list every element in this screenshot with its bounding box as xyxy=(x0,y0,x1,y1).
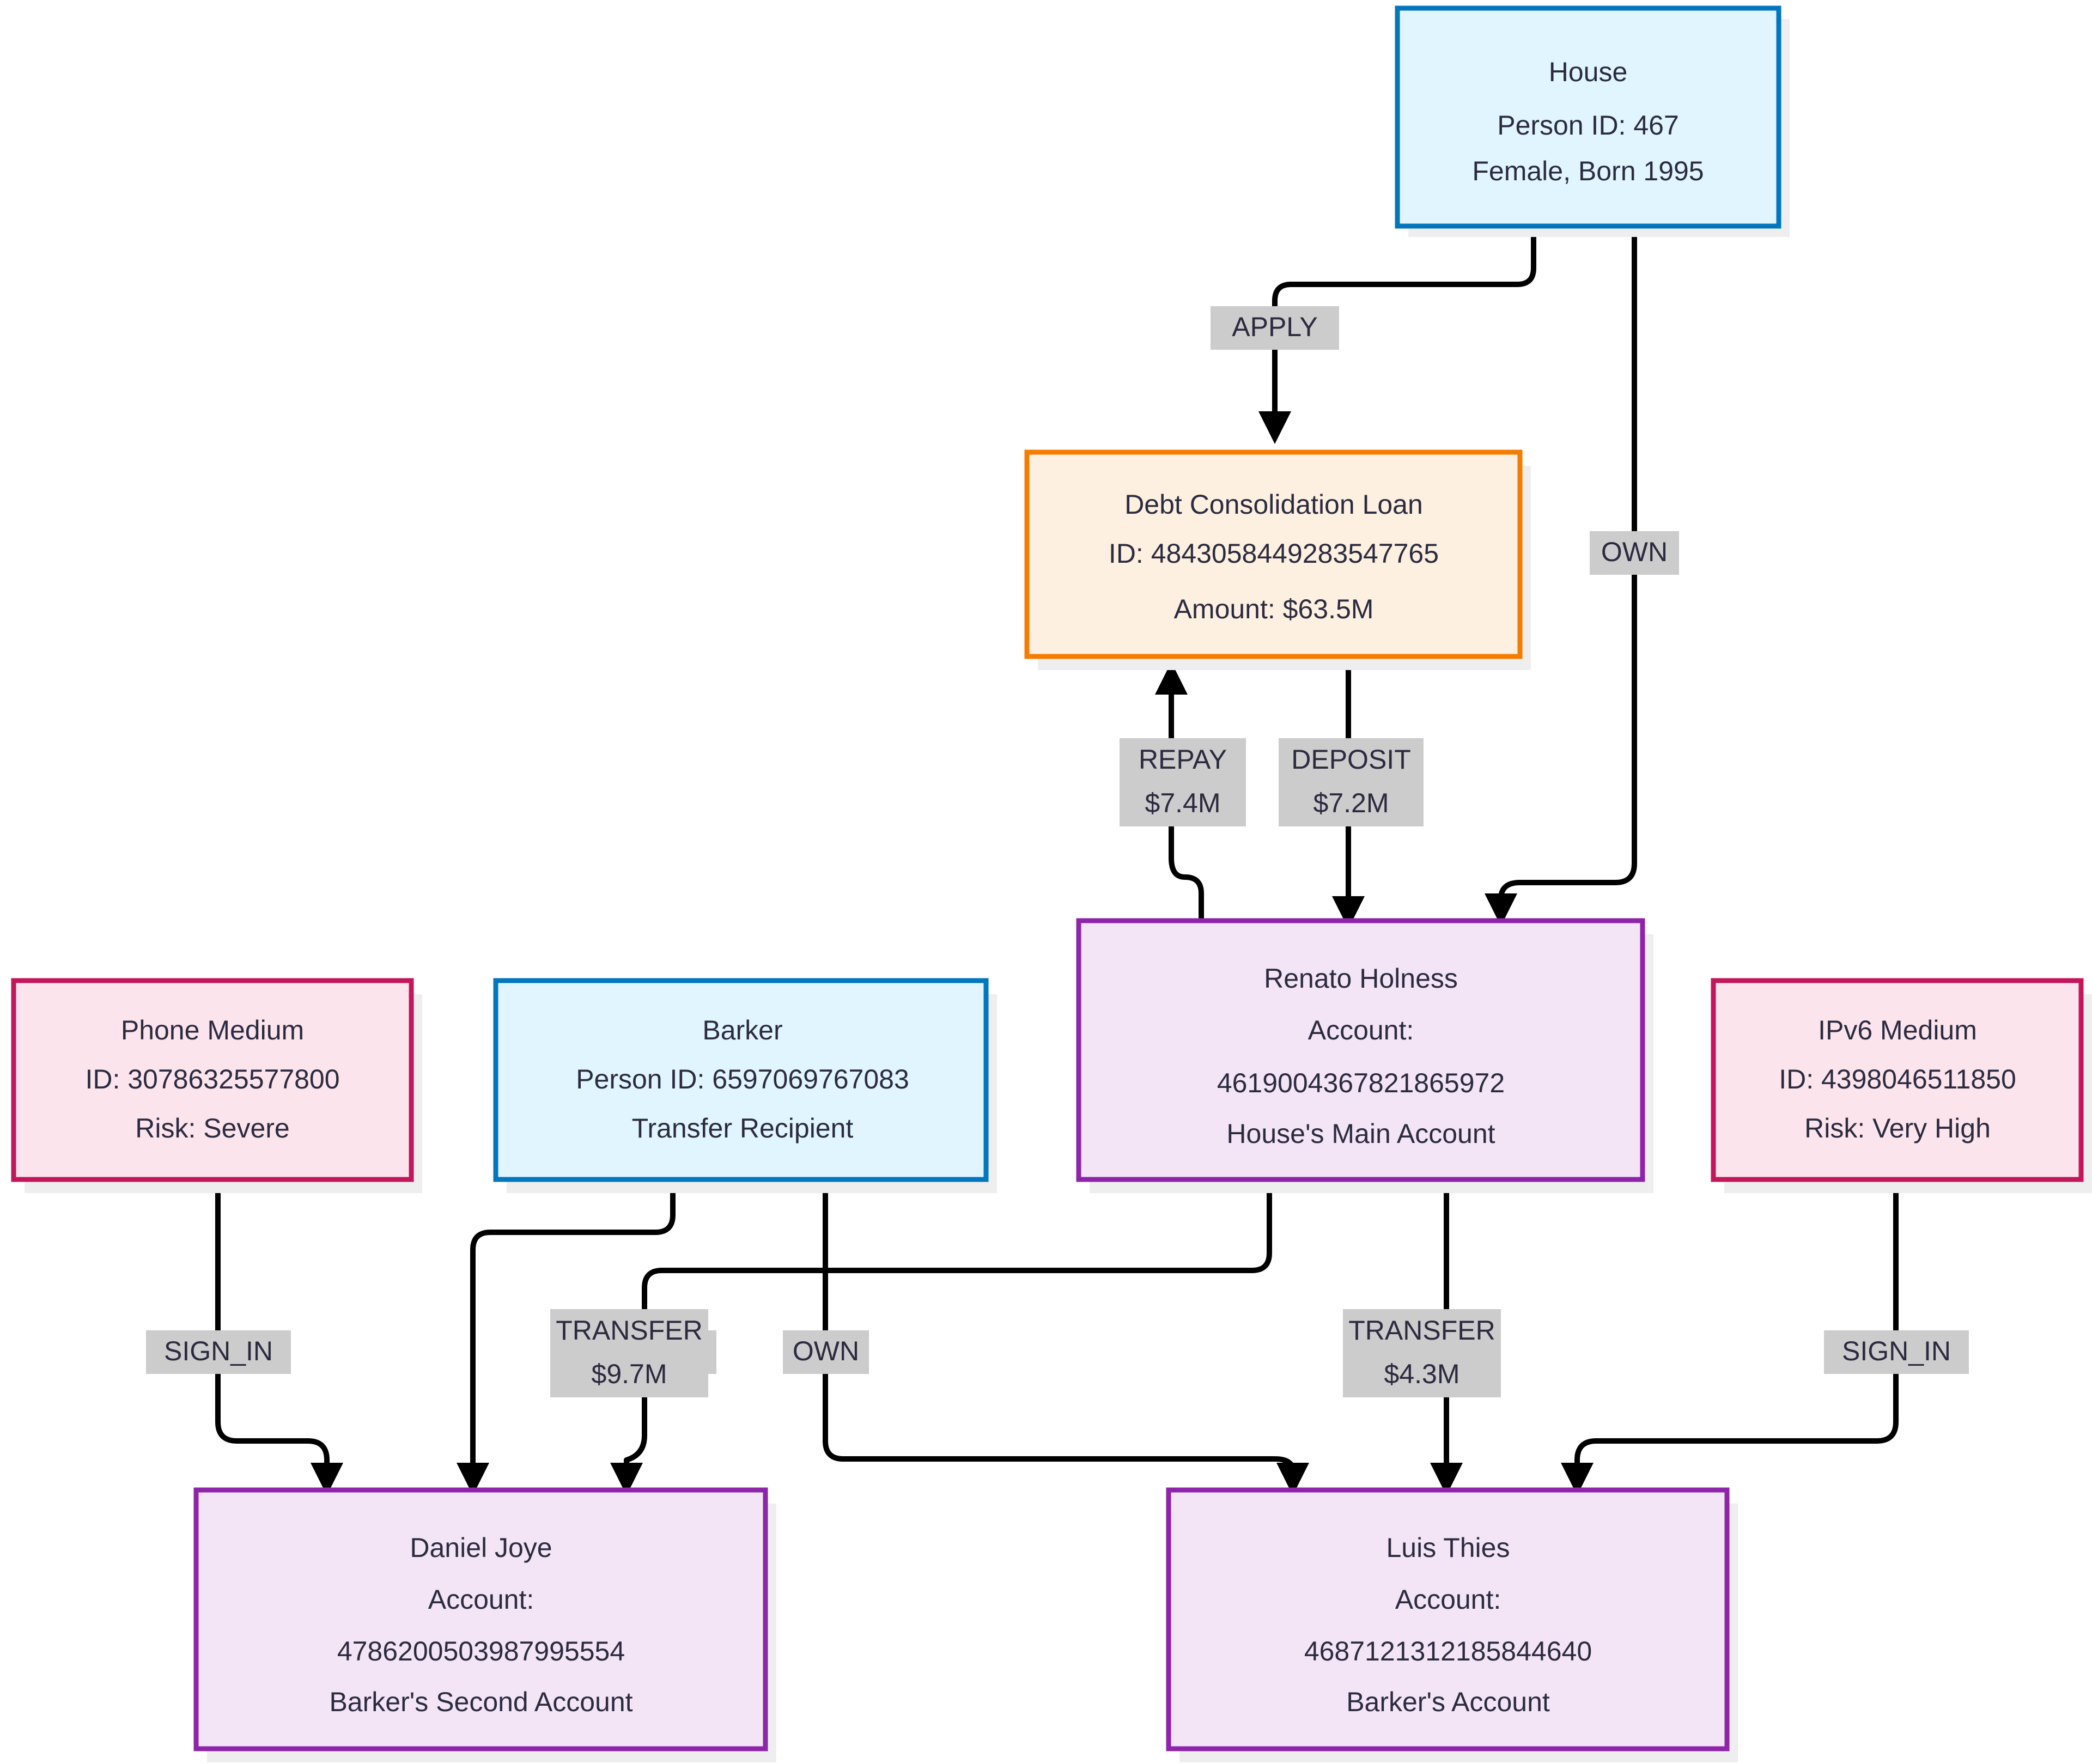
node-phone-medium-box[interactable] xyxy=(11,978,414,1182)
node-house[interactable]: House Person ID: 467 Female, Born 1995 xyxy=(1395,5,1790,237)
edge-label-transfer-43: TRANSFER $4.3M xyxy=(1343,1309,1501,1397)
edge-label-signin-phone: SIGN_IN xyxy=(146,1330,291,1374)
node-daniel-joye-box[interactable] xyxy=(193,1487,768,1751)
node-ipv6-medium-box[interactable] xyxy=(1711,978,2084,1182)
edge-label-transfer-43-line-0: TRANSFER xyxy=(1348,1315,1495,1346)
edge-label-deposit: DEPOSIT $7.2M xyxy=(1279,738,1424,826)
node-luis-line-3: Barker's Account xyxy=(1346,1687,1550,1717)
node-ipv6-line-0: IPv6 Medium xyxy=(1818,1015,1977,1045)
node-phone-line-1: ID: 30786325577800 xyxy=(85,1064,339,1094)
edge-apply xyxy=(1258,232,1536,444)
edge-label-transfer-97-line-0: TRANSFER xyxy=(556,1315,702,1346)
edge-label-signin-ipv6-line-0: SIGN_IN xyxy=(1842,1336,1951,1366)
node-renato-holness[interactable]: Renato Holness Account: 4619004367821865… xyxy=(1076,918,1653,1193)
node-daniel-line-1: Account: xyxy=(428,1584,534,1615)
node-luis-line-2: 4687121312185844640 xyxy=(1304,1636,1592,1666)
edge-own-luis xyxy=(823,1190,1309,1495)
node-barker-line-2: Transfer Recipient xyxy=(632,1113,854,1143)
node-barker-line-1: Person ID: 6597069767083 xyxy=(576,1064,909,1094)
edge-label-own-luis: OWN xyxy=(783,1330,869,1374)
node-luis-line-0: Luis Thies xyxy=(1386,1532,1510,1563)
edge-signin-ipv6 xyxy=(1561,1190,1899,1495)
node-ipv6-line-2: Risk: Very High xyxy=(1804,1113,1991,1143)
edge-label-own-house-line-0: OWN xyxy=(1601,537,1668,567)
edge-own-daniel xyxy=(457,1190,676,1495)
node-loan-line-0: Debt Consolidation Loan xyxy=(1124,489,1423,520)
node-renato-line-0: Renato Holness xyxy=(1264,963,1458,994)
edge-label-own-luis-line-0: OWN xyxy=(793,1336,859,1366)
node-house-line-2: Female, Born 1995 xyxy=(1472,156,1704,186)
edge-label-apply: APPLY xyxy=(1211,306,1339,350)
node-barker-line-0: Barker xyxy=(702,1015,782,1045)
edges-layer xyxy=(215,232,1899,1495)
node-renato-line-1: Account: xyxy=(1308,1015,1414,1045)
node-renato-line-2: 4619004367821865972 xyxy=(1217,1068,1505,1098)
edge-transfer-97 xyxy=(610,1190,1272,1495)
node-luis-thies[interactable]: Luis Thies Account: 4687121312185844640 … xyxy=(1166,1487,1738,1762)
edge-label-deposit-line-0: DEPOSIT xyxy=(1291,744,1410,775)
node-luis-line-1: Account: xyxy=(1395,1584,1501,1615)
node-ipv6-line-1: ID: 4398046511850 xyxy=(1779,1064,2016,1094)
node-house-line-1: Person ID: 467 xyxy=(1497,110,1679,141)
nodes-layer: House Person ID: 467 Female, Born 1995 D… xyxy=(11,5,2092,1762)
edge-label-signin-phone-line-0: SIGN_IN xyxy=(164,1336,273,1366)
edge-label-transfer-97: TRANSFER $9.7M xyxy=(550,1309,708,1397)
node-house-box[interactable] xyxy=(1395,5,1781,229)
edge-repay xyxy=(1155,662,1204,921)
node-luis-thies-box[interactable] xyxy=(1166,1487,1730,1751)
edge-label-repay-line-0: REPAY xyxy=(1139,744,1227,775)
node-loan-box[interactable] xyxy=(1024,449,1523,659)
edge-own-house xyxy=(1485,232,1637,926)
node-daniel-joye[interactable]: Daniel Joye Account: 4786200503987995554… xyxy=(193,1487,776,1762)
node-loan-line-2: Amount: $63.5M xyxy=(1174,594,1374,624)
edge-label-apply-line-0: APPLY xyxy=(1232,312,1318,342)
edge-label-repay: REPAY $7.4M xyxy=(1120,738,1246,826)
node-renato-holness-box[interactable] xyxy=(1076,918,1645,1182)
node-loan[interactable]: Debt Consolidation Loan ID: 484305844928… xyxy=(1024,449,1531,670)
node-daniel-line-2: 4786200503987995554 xyxy=(337,1636,625,1666)
node-barker-box[interactable] xyxy=(493,978,989,1182)
node-loan-line-1: ID: 4843058449283547765 xyxy=(1109,538,1439,569)
node-ipv6-medium[interactable]: IPv6 Medium ID: 4398046511850 Risk: Very… xyxy=(1711,978,2092,1193)
node-house-line-0: House xyxy=(1549,57,1628,87)
node-phone-line-2: Risk: Severe xyxy=(135,1113,289,1143)
node-daniel-line-3: Barker's Second Account xyxy=(329,1687,633,1717)
edge-label-signin-ipv6: SIGN_IN xyxy=(1824,1330,1969,1374)
edge-label-transfer-43-line-1: $4.3M xyxy=(1384,1359,1460,1389)
node-phone-line-0: Phone Medium xyxy=(121,1015,304,1045)
edge-label-repay-line-1: $7.4M xyxy=(1145,788,1221,818)
edge-label-deposit-line-1: $7.2M xyxy=(1313,788,1389,818)
edge-labels-layer: APPLY OWN REPAY $7.4M DEPOSIT $7.2M xyxy=(146,306,1969,1397)
edge-signin-phone xyxy=(215,1190,343,1495)
edge-label-own-house: OWN xyxy=(1590,531,1679,575)
node-barker[interactable]: Barker Person ID: 6597069767083 Transfer… xyxy=(493,978,997,1193)
node-phone-medium[interactable]: Phone Medium ID: 30786325577800 Risk: Se… xyxy=(11,978,422,1193)
node-renato-line-3: House's Main Account xyxy=(1226,1118,1495,1149)
edge-label-transfer-97-line-1: $9.7M xyxy=(592,1359,667,1389)
node-daniel-line-0: Daniel Joye xyxy=(410,1532,552,1563)
